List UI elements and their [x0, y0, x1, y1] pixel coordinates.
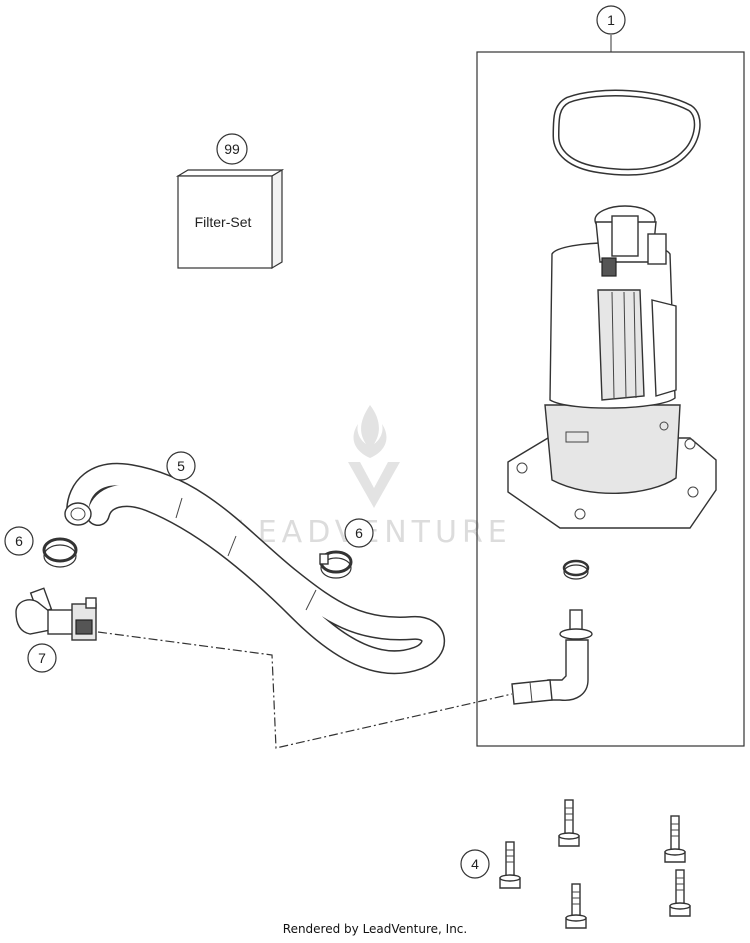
fuel-pump-unit[interactable] — [507, 205, 717, 529]
callout-1-label: 1 — [607, 12, 615, 28]
callout-6-right[interactable]: 6 — [344, 518, 374, 548]
connection-leader-line — [97, 631, 513, 749]
screw[interactable] — [558, 799, 580, 847]
screw[interactable] — [565, 883, 587, 929]
callout-6-right-label: 6 — [355, 525, 363, 541]
callout-5-label: 5 — [177, 458, 185, 474]
pump-gasket[interactable] — [552, 89, 701, 176]
screw[interactable] — [664, 815, 686, 863]
watermark-flame-icon — [353, 405, 387, 458]
callout-4[interactable]: 4 — [460, 849, 490, 879]
callout-4-label: 4 — [471, 856, 479, 872]
screw[interactable] — [499, 841, 521, 889]
watermark-v-icon — [348, 462, 400, 508]
callout-6-left-label: 6 — [15, 533, 23, 549]
fuel-hose[interactable] — [64, 462, 445, 675]
callout-99[interactable]: 99 — [216, 133, 248, 165]
callout-1[interactable]: 1 — [596, 5, 626, 35]
callout-6-left[interactable]: 6 — [4, 526, 34, 556]
filter-set-label: Filter-Set — [195, 214, 252, 230]
footer-credit: Rendered by LeadVenture, Inc. — [282, 922, 468, 936]
filter-set-box[interactable]: Filter-Set — [175, 168, 285, 270]
watermark-brand-text: LEADVENTURE — [236, 515, 512, 550]
leadventure-watermark: LEADVENTURE — [236, 405, 512, 550]
pump-outlet-fitting[interactable] — [511, 609, 593, 705]
callout-5[interactable]: 5 — [166, 451, 196, 481]
hose-clamp-left[interactable] — [42, 537, 78, 568]
quick-connector[interactable] — [15, 587, 97, 641]
callout-7-label: 7 — [38, 650, 46, 666]
callout-7[interactable]: 7 — [27, 643, 57, 673]
screw[interactable] — [669, 869, 691, 917]
callout-99-label: 99 — [224, 141, 240, 157]
pump-o-ring[interactable] — [562, 559, 590, 580]
hose-clamp-right[interactable] — [319, 550, 353, 579]
